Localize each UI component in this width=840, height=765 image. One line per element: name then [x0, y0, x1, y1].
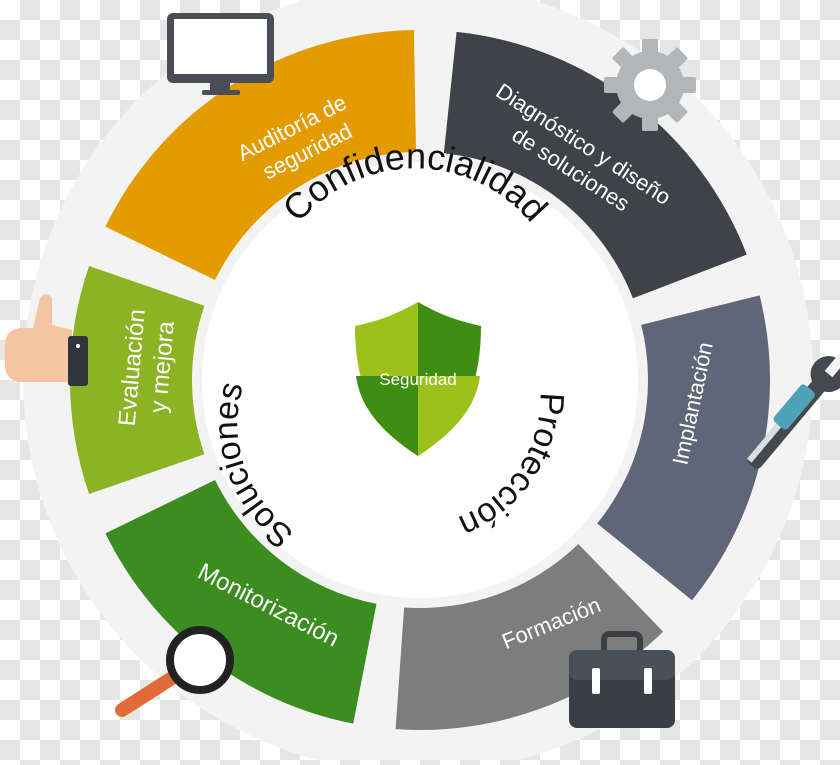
- briefcase-icon: [569, 631, 675, 728]
- segment-formacion: [395, 544, 664, 730]
- segment-monitorizacion: [105, 479, 377, 724]
- segment-evaluacion: [70, 266, 205, 494]
- shield-icon: [355, 302, 481, 456]
- segment-diagnostico: [443, 31, 747, 299]
- wrench-screwdriver-icon: [746, 353, 840, 469]
- segment-implantacion: [597, 295, 770, 601]
- segment-auditoria: [105, 30, 417, 281]
- segments-group: [70, 30, 770, 730]
- monitor-icon: [167, 13, 274, 95]
- magnifier-icon: [115, 626, 234, 717]
- thumbs-up-icon: [5, 294, 88, 386]
- gear-icon: [604, 39, 696, 131]
- shield-label: Seguridad: [379, 370, 457, 389]
